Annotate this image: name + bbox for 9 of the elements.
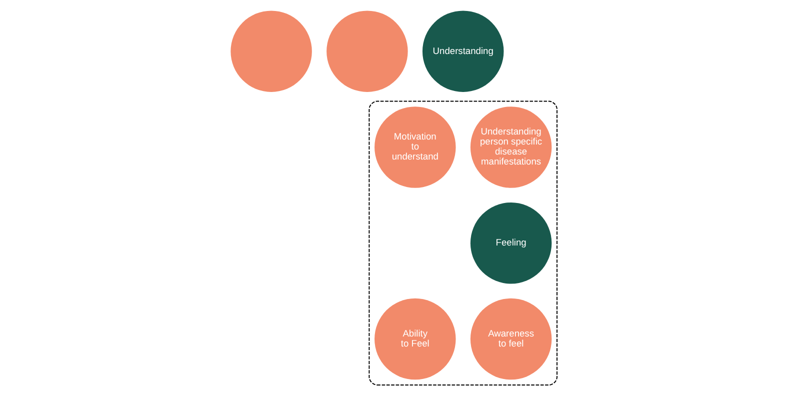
cluster (368, 100, 558, 386)
node-circle: Understanding person specific disease manifestations (470, 106, 552, 188)
node-circle: Awareness to feel (470, 298, 552, 380)
node-circle (326, 10, 408, 92)
node-circle: Ability to Feel (374, 298, 456, 380)
node-circle (230, 10, 312, 92)
node-circle: Understanding (422, 10, 504, 92)
node-circle: Motivation to understand (374, 106, 456, 188)
node-circle: Feeling (470, 202, 552, 284)
